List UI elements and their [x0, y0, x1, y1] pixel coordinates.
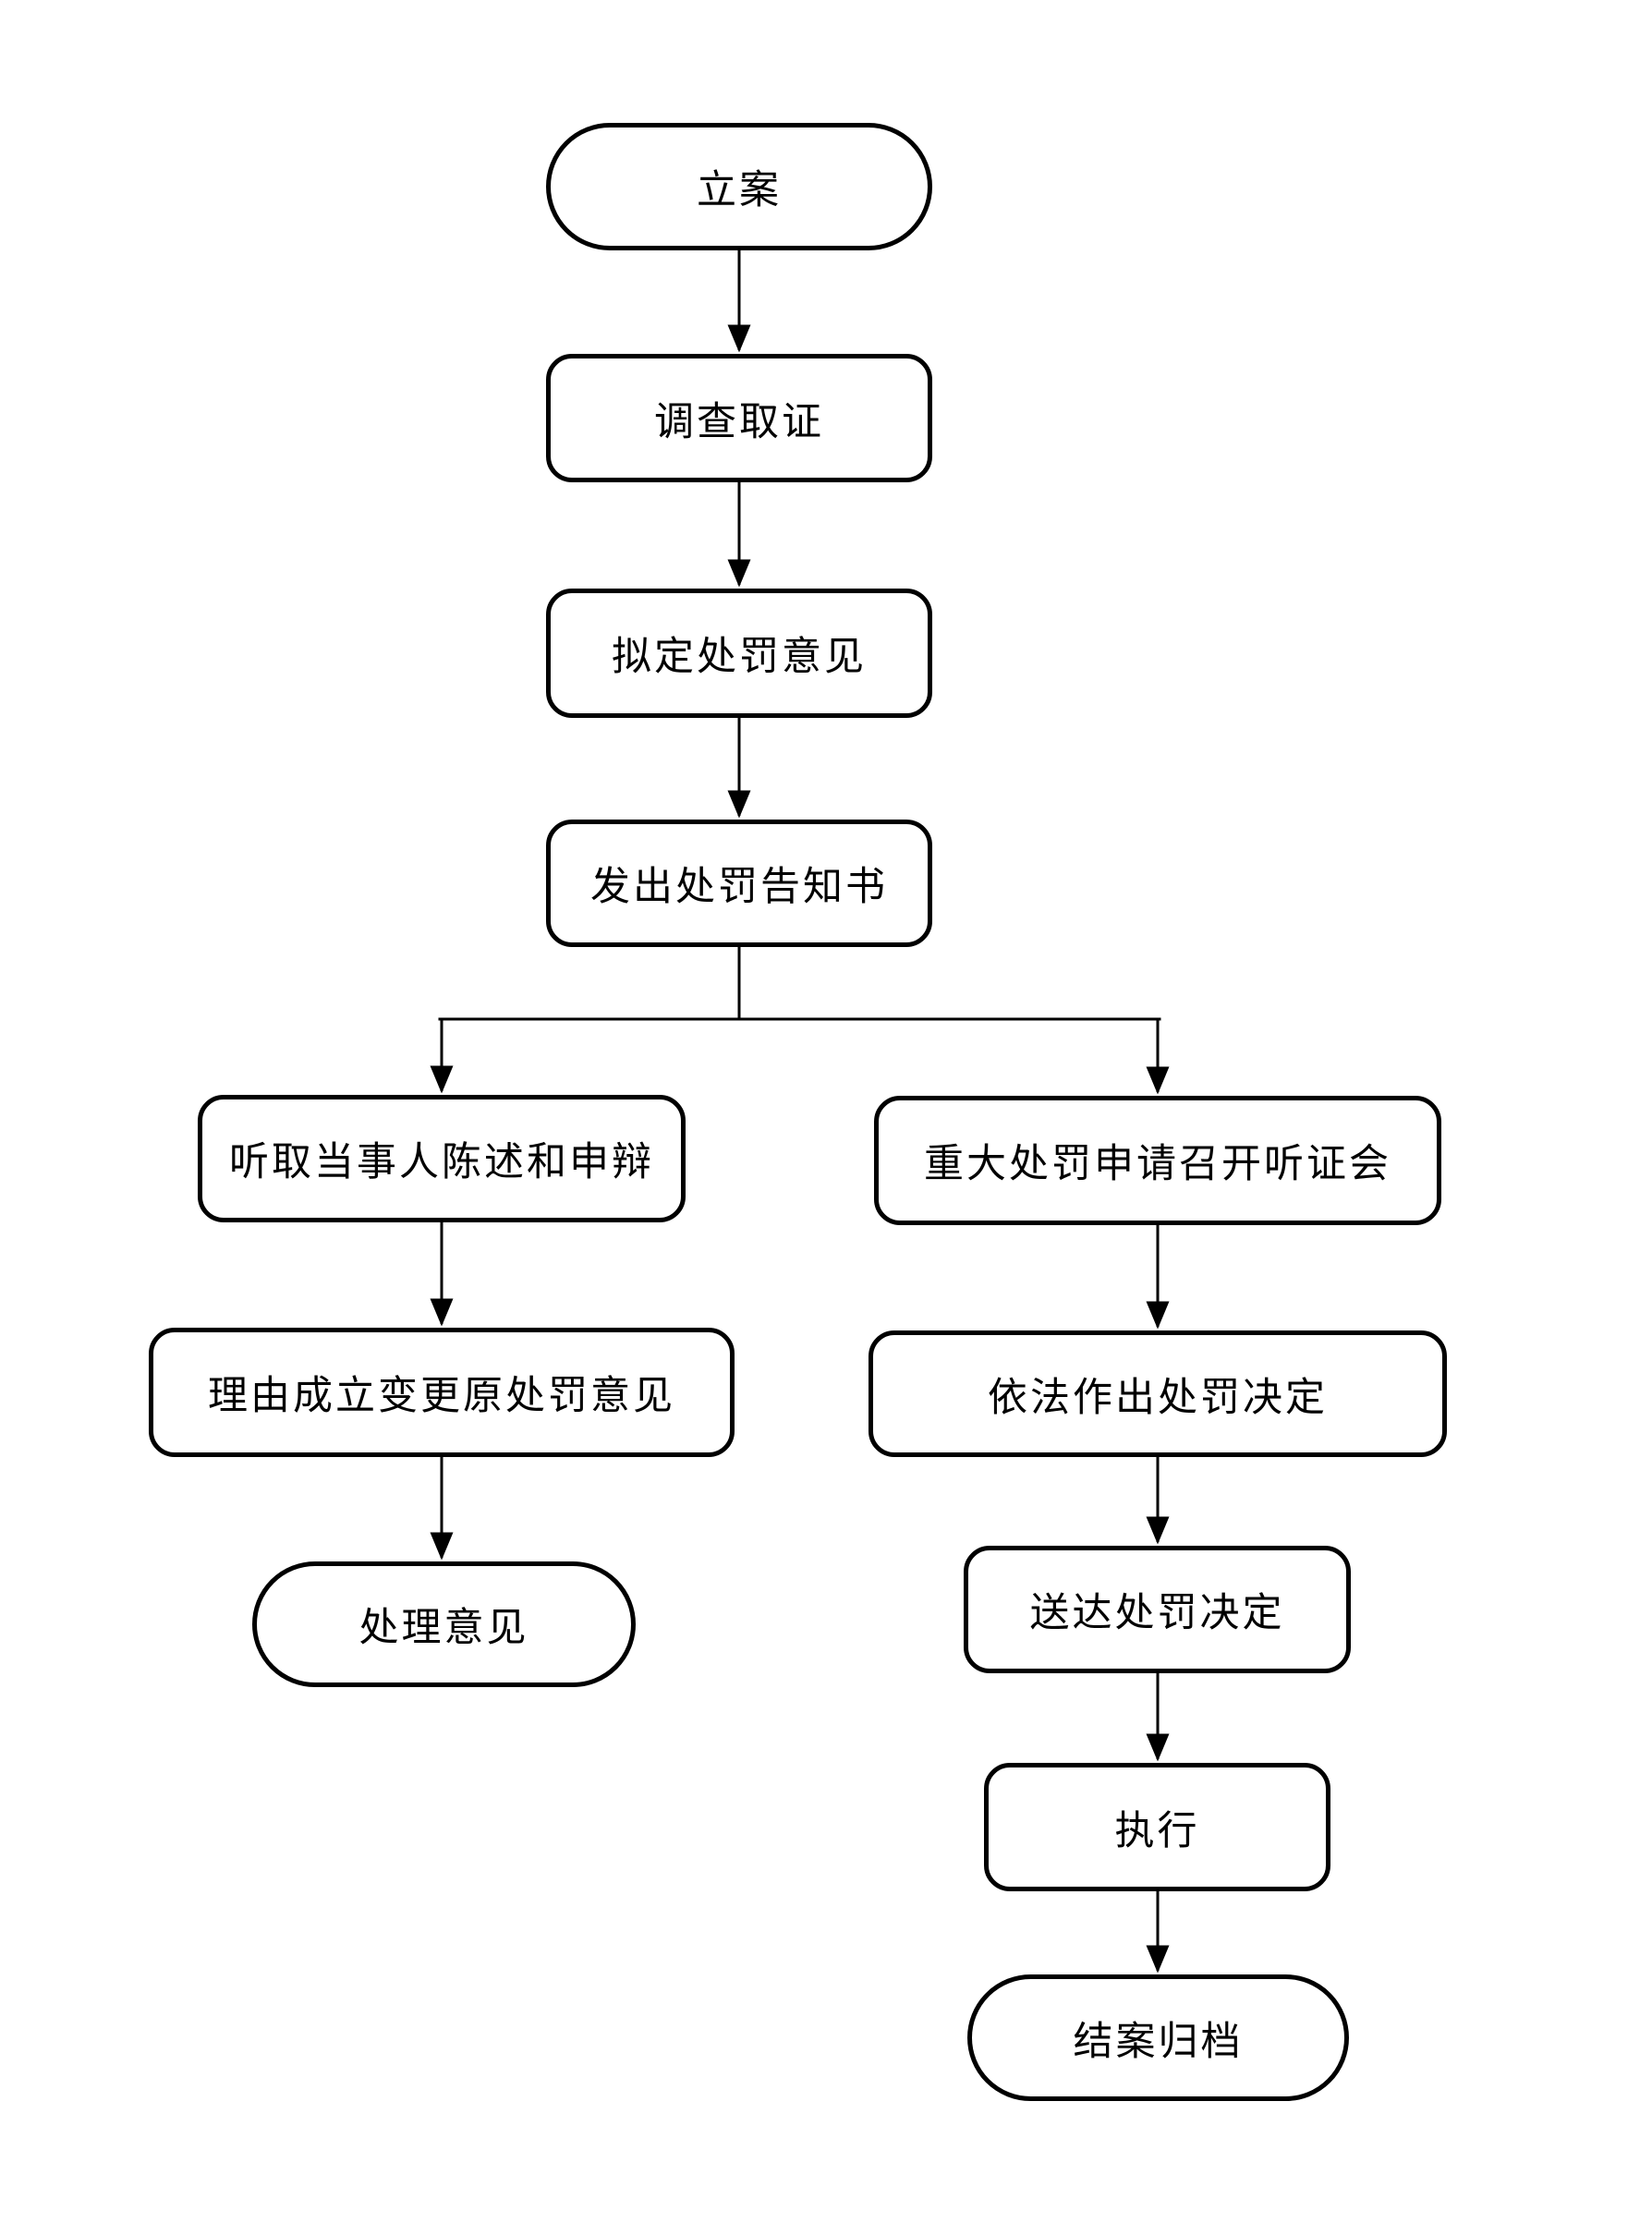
node-investigation-evidence: 调查取证 [546, 354, 932, 482]
node-make-penalty-decision: 依法作出处罚决定 [869, 1330, 1447, 1457]
node-issue-penalty-notice: 发出处罚告知书 [546, 820, 932, 947]
node-major-penalty-hearing: 重大处罚申请召开听证会 [874, 1096, 1441, 1225]
node-case-filing: 立案 [546, 123, 932, 250]
node-close-case-archive: 结案归档 [967, 1974, 1349, 2101]
node-execution: 执行 [984, 1763, 1330, 1891]
node-hear-statement-defense: 听取当事人陈述和申辩 [198, 1095, 686, 1222]
node-deliver-penalty-decision: 送达处罚决定 [964, 1546, 1351, 1673]
node-draft-penalty-opinion: 拟定处罚意见 [546, 589, 932, 718]
node-handling-opinion: 处理意见 [252, 1561, 636, 1687]
node-change-original-opinion: 理由成立变更原处罚意见 [149, 1328, 735, 1457]
